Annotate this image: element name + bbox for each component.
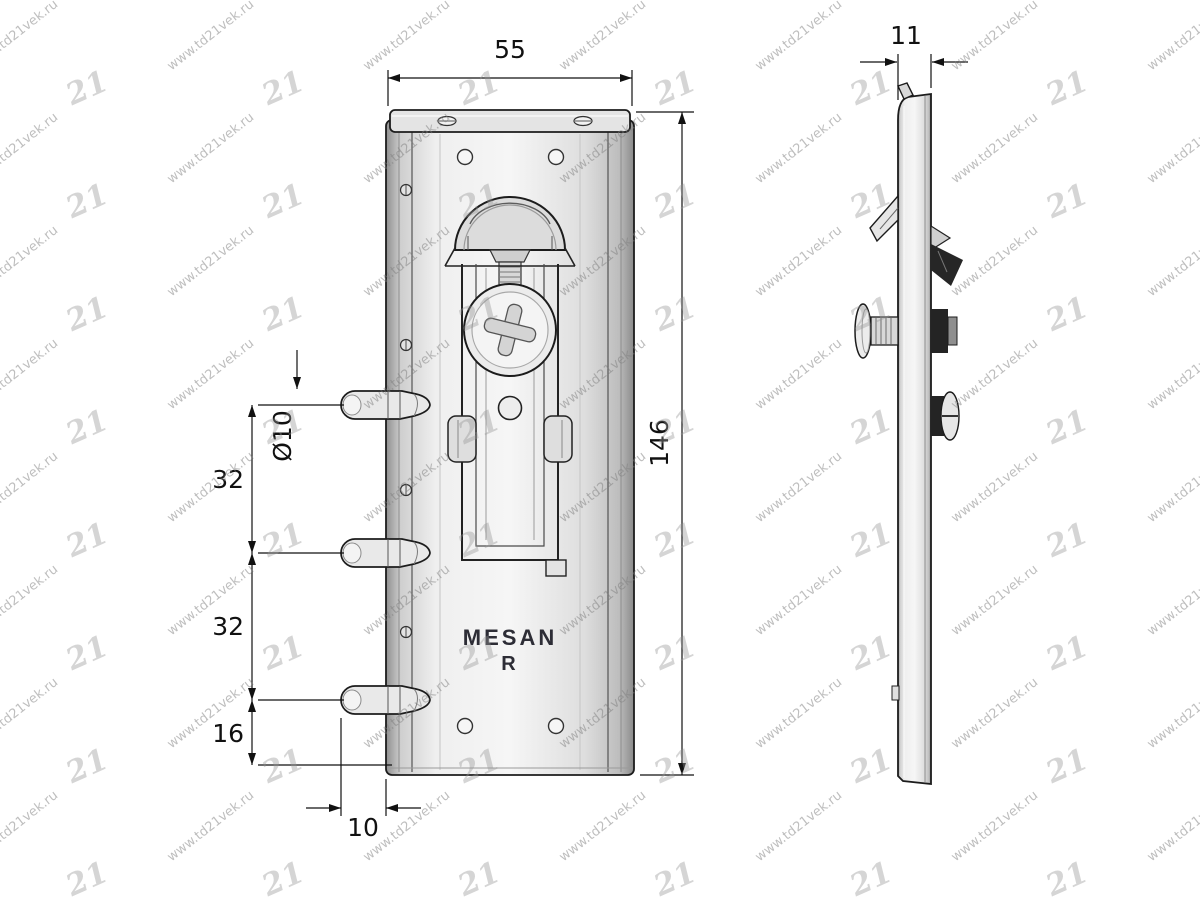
brand-name: MESAN — [463, 625, 557, 650]
dim-front-height-label: 146 — [645, 419, 674, 467]
phillips-screw-icon — [463, 283, 557, 377]
side-plate-body — [897, 92, 932, 786]
side-dimensions — [860, 54, 968, 100]
dim-side-thickness-label: 11 — [890, 21, 922, 50]
dim-spacing-bottom-label: 32 — [212, 612, 244, 641]
dome-flange-profile — [869, 194, 899, 243]
latch-mechanism — [444, 196, 576, 577]
pivot-hole — [497, 395, 523, 421]
dim-spacing-top-label: 32 — [212, 465, 244, 494]
brand-letter: R — [501, 653, 518, 675]
dim-front-width-label: 55 — [494, 35, 526, 64]
screw-profile — [854, 303, 958, 359]
mounting-holes — [456, 148, 565, 735]
top-cap-plate — [389, 109, 631, 133]
dim-hook-inset-label: 10 — [347, 813, 379, 842]
front-dimension-labels: 55 146 32 32 16 Ø10 10 — [212, 35, 674, 842]
dark-wedge — [931, 244, 963, 286]
dim-bottom-offset-label: 16 — [212, 719, 244, 748]
front-dimensions — [248, 70, 694, 816]
side-view — [854, 82, 963, 786]
fastener-profile — [931, 391, 960, 441]
mounting-hook — [340, 538, 431, 568]
clamp-tab-left — [447, 415, 477, 463]
front-view: MESAN R — [340, 109, 635, 776]
mounting-hook — [340, 685, 431, 715]
mounting-hook — [340, 390, 431, 420]
dim-hook-diameter-label: Ø10 — [268, 410, 297, 462]
clamp-tab-right — [543, 415, 573, 463]
clip-profile — [930, 224, 952, 252]
rail-slot-holes — [399, 183, 413, 639]
top-barb — [897, 82, 914, 100]
lower-tab — [891, 685, 900, 701]
